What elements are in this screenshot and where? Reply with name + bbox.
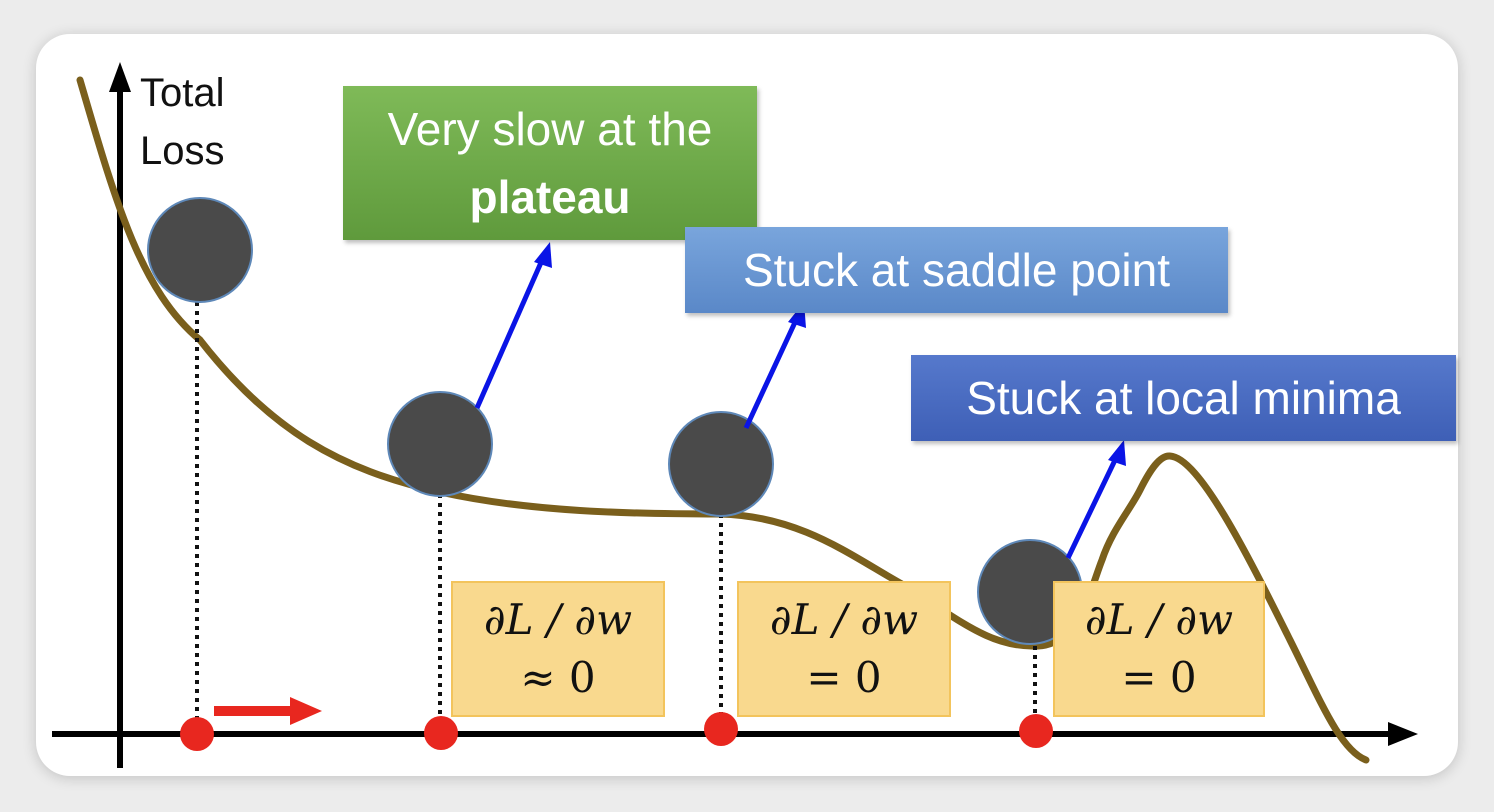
x-axis-arrowhead [1388, 722, 1418, 746]
direction-arrow-shaft [214, 706, 294, 716]
gradient-expr: ∂L / ∂w [769, 595, 919, 644]
plateau-callout-line2: plateau [469, 171, 631, 223]
gradient-box-plateau: ∂L / ∂w ≈ 0 [451, 581, 665, 717]
y-axis-arrowhead [109, 62, 131, 92]
x-marker-2 [424, 716, 458, 750]
gradient-value: ≈ 0 [520, 653, 596, 702]
gradient-box-saddle: ∂L / ∂w = 0 [737, 581, 951, 717]
ball-plateau [387, 391, 493, 497]
y-axis-label-line1: Total [140, 71, 225, 115]
pointer-arrowhead-minima [1108, 440, 1126, 466]
pointer-arrow-plateau [474, 256, 546, 410]
x-marker-1 [180, 717, 214, 751]
direction-arrow-head [290, 697, 322, 725]
pointer-arrow-minima [1065, 454, 1120, 560]
gradient-box-local-minima: ∂L / ∂w = 0 [1053, 581, 1265, 717]
gradient-expr: ∂L / ∂w [1084, 595, 1234, 644]
gradient-value: = 0 [806, 653, 882, 702]
y-axis-label-line2: Loss [140, 129, 225, 173]
x-marker-4 [1019, 714, 1053, 748]
y-axis-label: Total Loss [140, 64, 225, 180]
ball-saddle [668, 411, 774, 517]
local-minima-callout-text: Stuck at local minima [966, 372, 1401, 424]
pointer-arrow-saddle [743, 316, 800, 430]
plateau-callout-line1: Very slow at the [387, 103, 713, 155]
local-minima-callout: Stuck at local minima [911, 355, 1456, 441]
saddle-callout-text: Stuck at saddle point [742, 244, 1171, 296]
saddle-callout: Stuck at saddle point [685, 227, 1228, 313]
x-marker-3 [704, 712, 738, 746]
plateau-callout: Very slow at the plateau [343, 86, 757, 240]
pointer-arrowhead-plateau [534, 242, 552, 268]
ball-start [147, 197, 253, 303]
gradient-expr: ∂L / ∂w [483, 595, 633, 644]
gradient-value: = 0 [1121, 653, 1197, 702]
